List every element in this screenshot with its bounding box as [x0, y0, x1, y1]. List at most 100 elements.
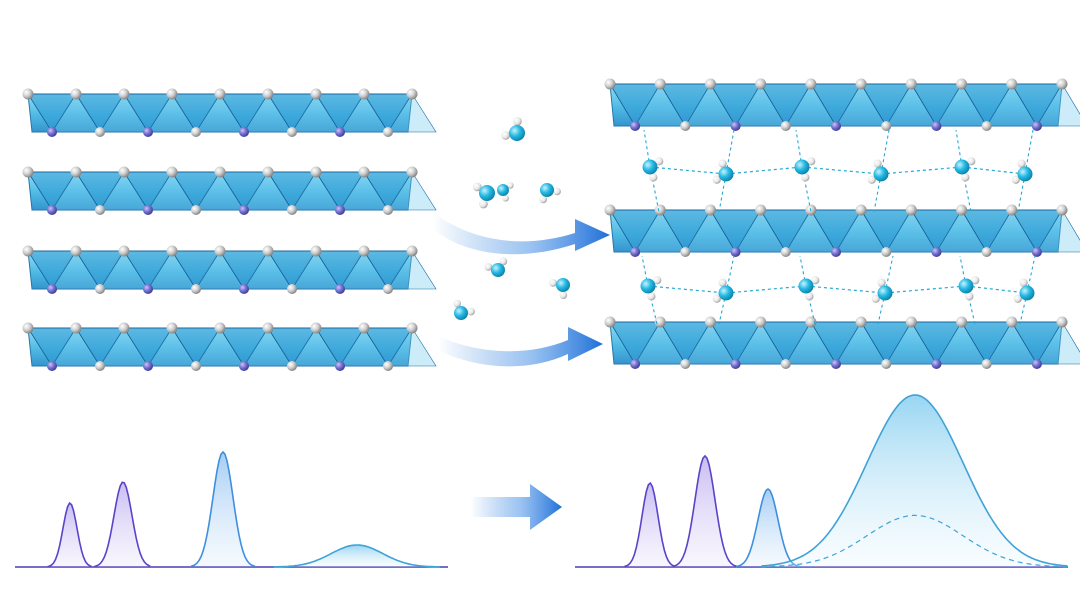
hydrogen-atom [871, 294, 880, 303]
peak-curve [624, 481, 675, 568]
bottom-atom [191, 205, 201, 215]
hydrogen-bond [725, 285, 807, 294]
top-atom [755, 204, 767, 216]
top-atom [358, 245, 370, 257]
oxygen-atom [718, 166, 734, 182]
bottom-atom [780, 359, 791, 369]
octahedron-face [1036, 321, 1080, 365]
top-atom [1006, 78, 1018, 90]
water-molecule [549, 278, 570, 299]
water-molecule [453, 299, 475, 320]
octahedral-layer [22, 322, 437, 371]
oxygen-atom [1019, 285, 1035, 301]
hydrogen-atom [655, 157, 664, 166]
bottom-atom [931, 247, 942, 257]
top-atom [166, 166, 178, 178]
top-atom [22, 245, 34, 257]
water-molecule [958, 276, 980, 301]
bottom-atom [730, 359, 741, 369]
top-atom [262, 166, 274, 178]
top-atom [604, 78, 616, 90]
bottom-atom [730, 247, 741, 257]
bottom-atom [630, 121, 641, 131]
octahedral-layer [604, 78, 1080, 131]
hydrogen-atom [499, 257, 508, 266]
octahedron-face [1036, 83, 1080, 127]
top-atom [755, 316, 767, 328]
hydrogen-atom [484, 263, 493, 271]
left-spectrum [15, 450, 448, 568]
oxygen-atom [497, 184, 509, 196]
top-atom [310, 322, 322, 334]
water-molecule [798, 276, 820, 301]
water-molecule [794, 157, 816, 182]
top-atom [604, 204, 616, 216]
top-atom [604, 316, 616, 328]
top-atom [214, 245, 226, 257]
bottom-atom [831, 121, 841, 131]
top-atom [118, 322, 130, 334]
bottom-atom [335, 361, 345, 371]
top-atom [22, 166, 34, 178]
oxygen-atom [798, 278, 814, 294]
oxygen-atom [556, 278, 570, 292]
water-molecule [1013, 278, 1035, 303]
hydrogen-atom [553, 187, 561, 196]
hydrogen-atom [967, 157, 976, 166]
octahedral-layer [22, 245, 437, 294]
bottom-atom [383, 284, 393, 294]
bottom-atom [680, 247, 691, 257]
bottom-atom [143, 127, 153, 137]
free-water-molecules [453, 117, 570, 320]
top-atom [118, 166, 130, 178]
octahedral-layer [22, 166, 437, 215]
oxygen-atom [491, 263, 505, 277]
bottom-atom [981, 359, 992, 369]
hydrogen-atom [811, 276, 820, 285]
peak-curve [190, 450, 256, 568]
top-atom [755, 78, 767, 90]
hydrogen-atom [502, 194, 509, 202]
hydrogen-atom [1017, 159, 1026, 168]
bottom-atom [383, 127, 393, 137]
bottom-atom [881, 359, 892, 369]
bottom-atom [831, 247, 841, 257]
bottom-atom [630, 359, 641, 369]
top-atom [805, 316, 817, 328]
hydrogen-atom [1013, 294, 1022, 303]
top-atom [654, 78, 666, 90]
bottom-atom [335, 284, 345, 294]
bottom-atom [47, 284, 57, 294]
hydrogen-atom [472, 182, 482, 192]
hydrogen-bond [880, 166, 963, 175]
bottom-atom [95, 127, 105, 137]
bottom-atom [1031, 359, 1042, 369]
top-atom [22, 88, 34, 100]
hydrogen-bond [641, 255, 649, 287]
octahedral-layer [604, 204, 1080, 257]
top-atom [166, 322, 178, 334]
hydrogen-atom [507, 182, 514, 189]
bottom-atom [47, 127, 57, 137]
top-atom [1006, 204, 1018, 216]
top-atom [310, 245, 322, 257]
bottom-atom [143, 361, 153, 371]
oxygen-atom [954, 159, 970, 175]
bottom-atom [95, 284, 105, 294]
top-atom [70, 322, 82, 334]
top-atom [704, 204, 716, 216]
top-atom [704, 78, 716, 90]
water-molecule [867, 159, 889, 184]
top-atom [262, 88, 274, 100]
bottom-atom [239, 284, 249, 294]
hydrogen-atom [961, 173, 970, 182]
bottom-atom [831, 359, 841, 369]
hydrogen-bond [799, 255, 807, 287]
top-atom [406, 245, 418, 257]
oxygen-atom [718, 285, 734, 301]
hydrogen-bond [959, 255, 967, 287]
hydrogen-atom [1019, 278, 1028, 287]
peak-curve [47, 501, 92, 568]
top-atom [358, 166, 370, 178]
top-atom [70, 166, 82, 178]
